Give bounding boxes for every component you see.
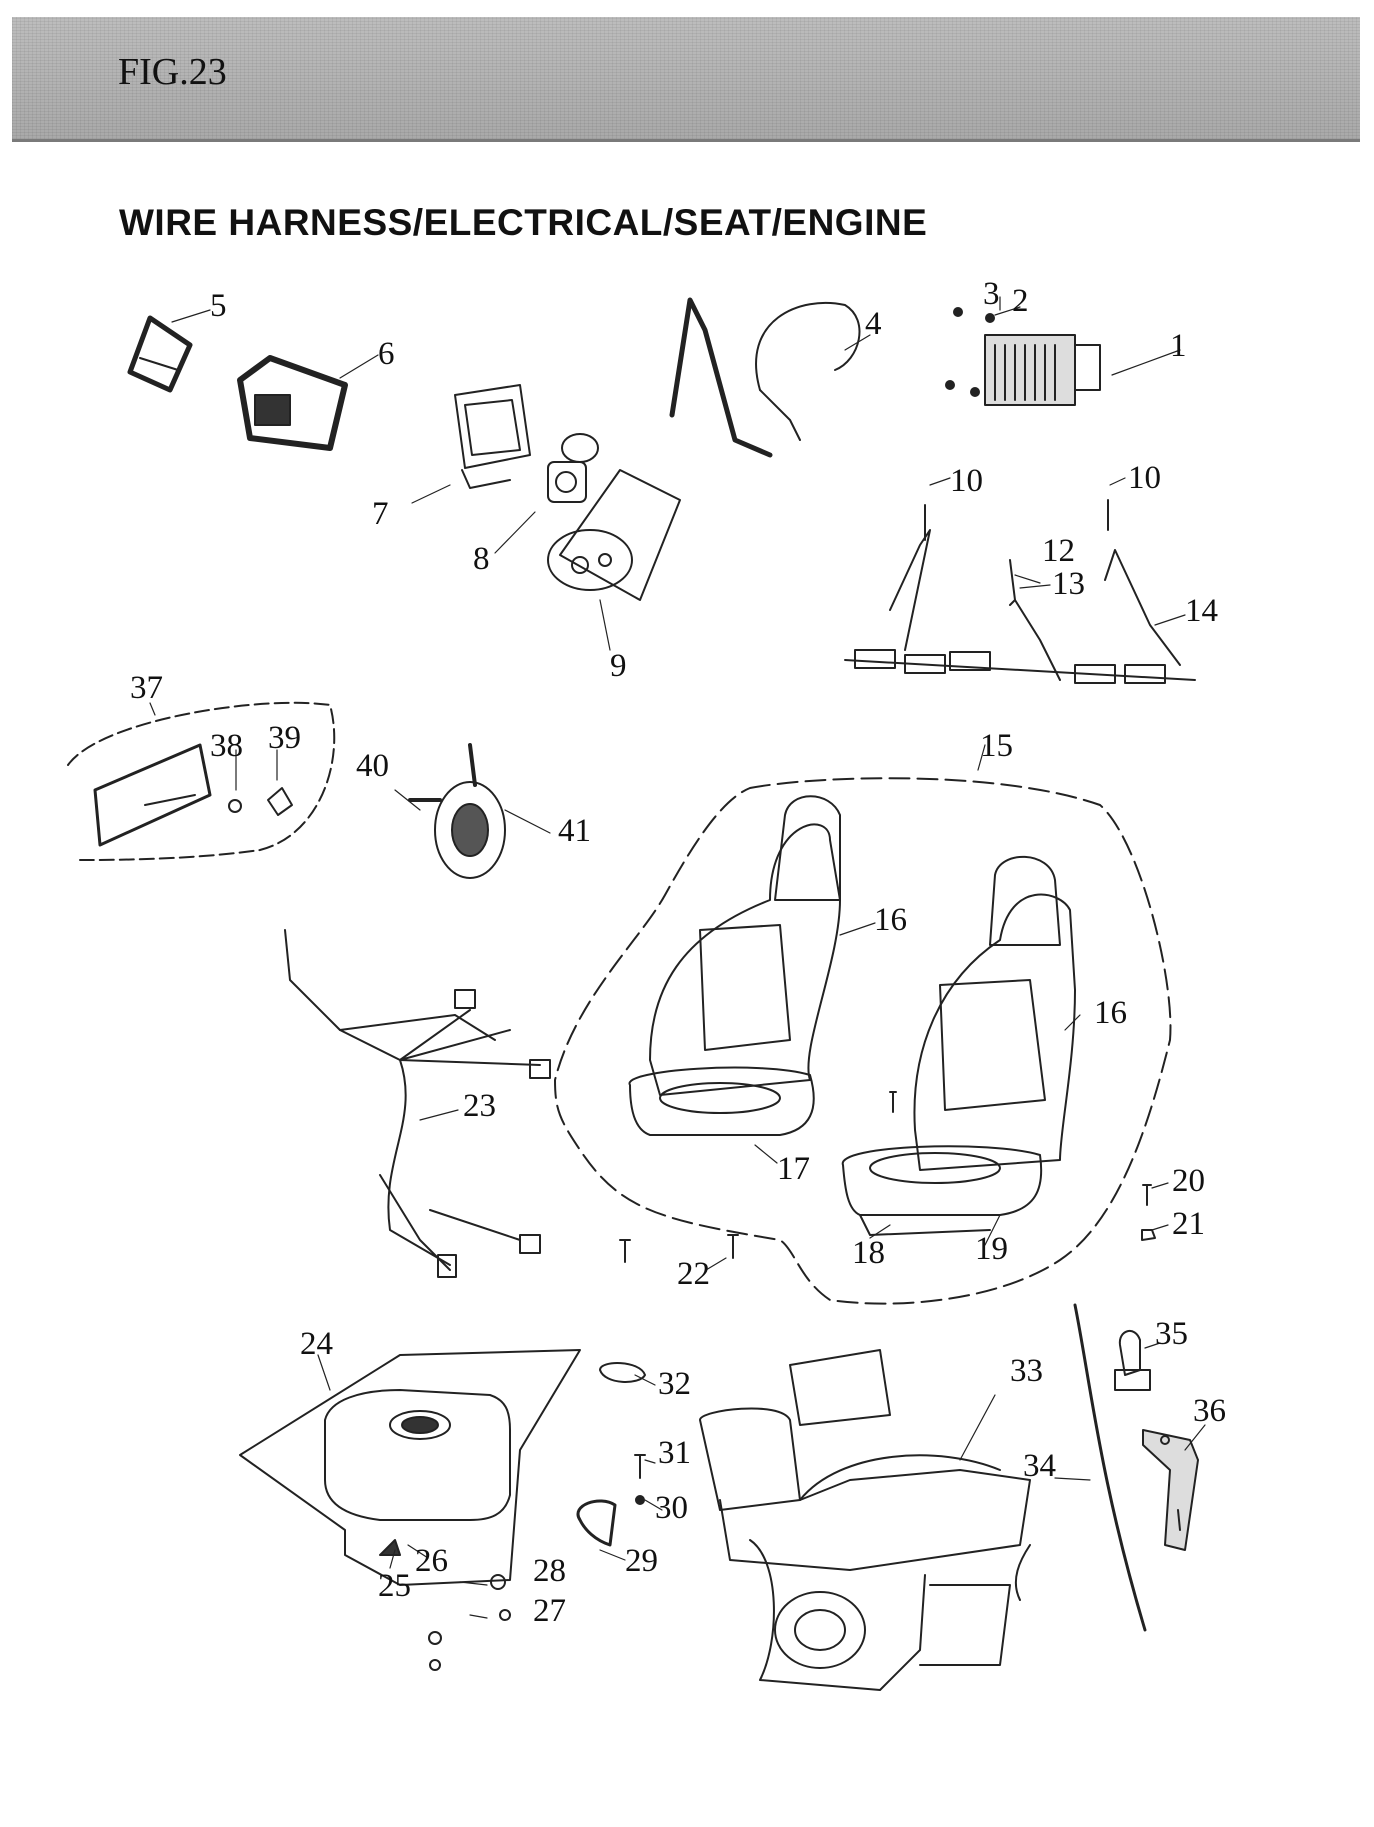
callout-24: 24 <box>300 1326 333 1362</box>
callout-26: 26 <box>415 1543 448 1579</box>
callout-36: 36 <box>1193 1393 1226 1429</box>
callout-20: 20 <box>1172 1163 1205 1199</box>
part-9-socket <box>547 469 681 601</box>
part-6-relay <box>237 355 348 451</box>
part-34-cable <box>1073 1303 1147 1632</box>
part-24-fuel-tank <box>239 1349 581 1586</box>
part-36-bracket <box>1142 1429 1199 1551</box>
part-7-switch <box>454 384 531 489</box>
callout-16b: 16 <box>1094 995 1127 1031</box>
callout-23: 23 <box>463 1088 496 1124</box>
callout-38: 38 <box>210 728 243 764</box>
callout-8: 8 <box>473 541 490 577</box>
callout-7: 7 <box>372 496 389 532</box>
leader-lines <box>149 296 1206 1619</box>
callout-41: 41 <box>558 813 591 849</box>
part-37-lamp-group <box>67 701 336 861</box>
callout-10b: 10 <box>1128 460 1161 496</box>
callout-39: 39 <box>268 720 301 756</box>
part-35-fitting <box>1114 1330 1151 1391</box>
figure-label: FIG.23 <box>118 51 227 93</box>
callout-37: 37 <box>130 670 163 706</box>
part-5-clip <box>127 315 193 393</box>
part-8-ignition <box>547 433 599 503</box>
callout-33: 33 <box>1010 1353 1043 1389</box>
callout-9: 9 <box>610 648 627 684</box>
callout-5: 5 <box>210 288 227 324</box>
callout-22: 22 <box>677 1256 710 1292</box>
callout-27: 27 <box>533 1593 566 1629</box>
part-4-cable <box>669 297 861 458</box>
part-14-seatbelts <box>844 499 1196 684</box>
callout-31: 31 <box>658 1435 691 1471</box>
callout-21: 21 <box>1172 1206 1205 1242</box>
part-small-hardware <box>428 1362 646 1671</box>
callout-34: 34 <box>1023 1448 1056 1484</box>
callout-3: 3 <box>983 276 1000 312</box>
callout-2: 2 <box>1012 283 1029 319</box>
callout-28: 28 <box>533 1553 566 1589</box>
callout-1: 1 <box>1170 328 1187 364</box>
callout-35: 35 <box>1155 1316 1188 1352</box>
callout-13: 13 <box>1052 566 1085 602</box>
callout-25: 25 <box>378 1568 411 1604</box>
callout-12: 12 <box>1042 533 1075 569</box>
callout-4: 4 <box>865 306 882 342</box>
part-41-horn <box>408 743 506 879</box>
part-1-rectifier <box>945 307 1101 406</box>
diagram-title: WIRE HARNESS/ELECTRICAL/SEAT/ENGINE <box>119 202 928 243</box>
callout-18: 18 <box>852 1235 885 1271</box>
callout-32: 32 <box>658 1366 691 1402</box>
callout-30: 30 <box>655 1490 688 1526</box>
callout-15: 15 <box>980 728 1013 764</box>
callout-16a: 16 <box>874 902 907 938</box>
part-16-right-seat <box>841 855 1076 1236</box>
callout-10a: 10 <box>950 463 983 499</box>
part-33-engine <box>699 1349 1031 1691</box>
callout-6: 6 <box>378 336 395 372</box>
callout-29: 29 <box>625 1543 658 1579</box>
part-15-seat-group-outline <box>554 777 1172 1305</box>
part-23-wire-harness <box>284 929 551 1278</box>
header-banner <box>12 17 1360 142</box>
callout-19: 19 <box>975 1231 1008 1267</box>
callout-40: 40 <box>356 748 389 784</box>
part-fasteners <box>619 1091 1156 1263</box>
callout-17: 17 <box>777 1151 810 1187</box>
part-16-left-seat <box>628 795 841 1136</box>
callout-14: 14 <box>1185 593 1218 629</box>
